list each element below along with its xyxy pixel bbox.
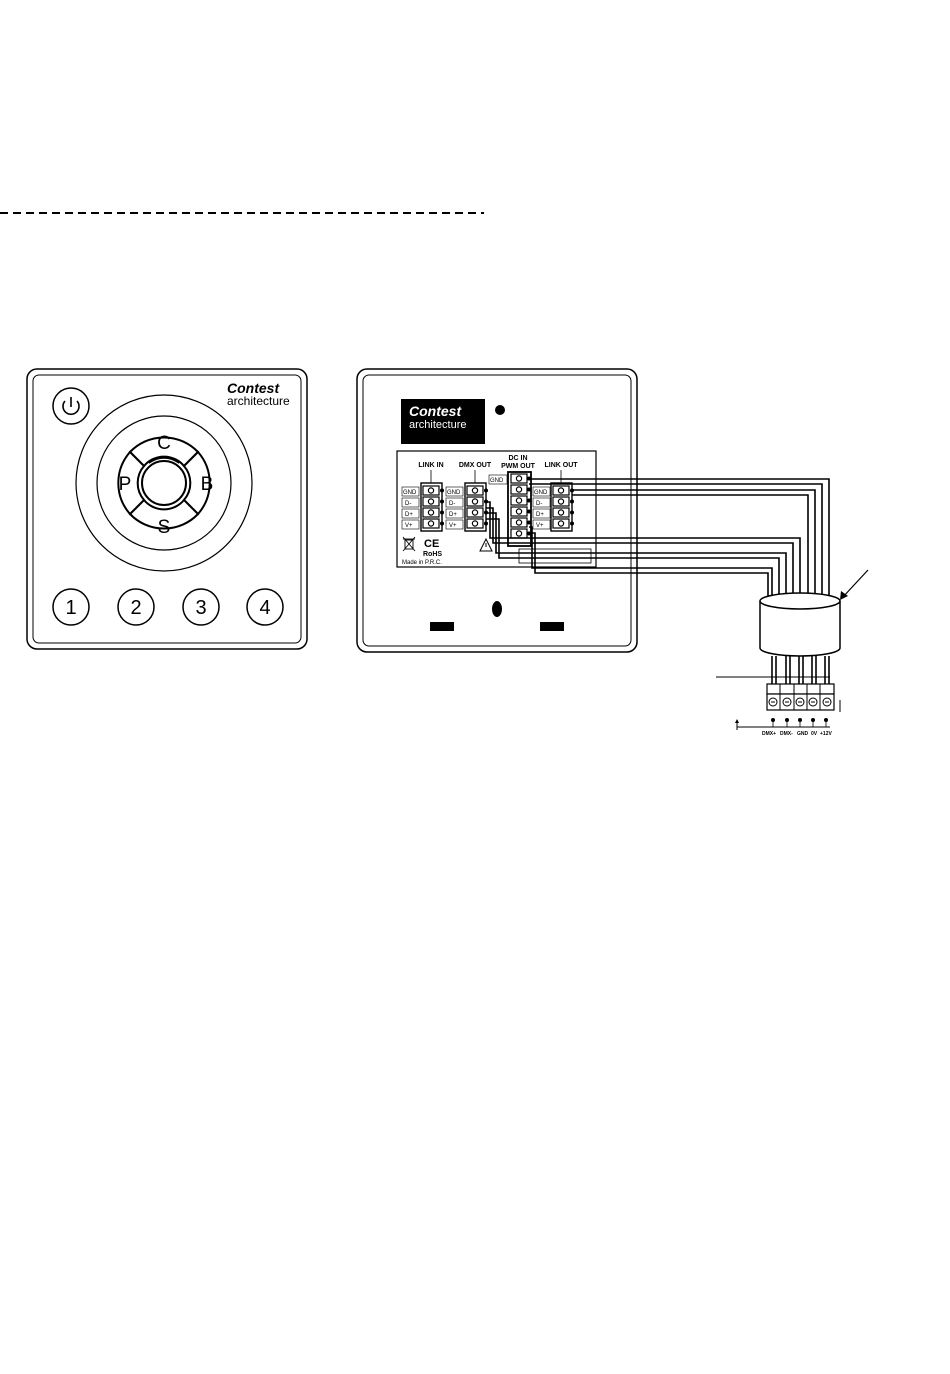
front-panel: Contest architecture C P B S 1 [27, 369, 307, 649]
output-label-dmx-minus: DMX- [780, 731, 793, 737]
dc-pwm-terminal [508, 472, 531, 546]
mount-slot-right [540, 622, 564, 631]
front-logo-sub: architecture [227, 394, 290, 408]
output-terminal-strip [767, 684, 840, 712]
output-label-12v: +12V [820, 731, 832, 737]
pin-label: D+ [405, 512, 413, 518]
power-button[interactable] [53, 388, 89, 424]
back-panel: Contest architecture LINK IN DMX OUT DC … [357, 369, 637, 652]
made-in-text: Made in P.R.C. [402, 560, 442, 566]
pin-label: D- [449, 501, 455, 507]
center-key[interactable] [142, 461, 186, 505]
status-led-icon [495, 405, 505, 415]
header-link-in: LINK IN [418, 462, 443, 469]
output-label-dmx-plus: DMX+ [762, 731, 776, 737]
key-p-label: P [119, 474, 132, 495]
pin-label: D+ [449, 512, 457, 518]
back-logo: Contest architecture [401, 399, 485, 444]
header-pwm-out: PWM OUT [501, 463, 536, 470]
link-out-terminal [551, 483, 574, 531]
preset-label: 1 [65, 597, 76, 619]
dc-gnd-label: GND [490, 478, 504, 484]
preset-button-1[interactable]: 1 [53, 589, 89, 625]
pin-label: D- [536, 501, 542, 507]
dmx-out-terminal [465, 483, 488, 531]
pin-label: V+ [405, 523, 413, 529]
pin-label: V+ [449, 523, 457, 529]
preset-button-3[interactable]: 3 [183, 589, 219, 625]
preset-label: 3 [195, 597, 206, 619]
wires-lower [772, 656, 829, 684]
preset-label: 4 [259, 597, 270, 619]
mount-slot-left [430, 622, 454, 631]
output-labels: DMX+ DMX- GND 0V +12V [762, 731, 832, 737]
pin-label: GND [534, 490, 548, 496]
key-b-label: B [201, 474, 214, 495]
back-logo-sub: architecture [409, 419, 466, 431]
preset-button-4[interactable]: 4 [247, 589, 283, 625]
ce-mark: CE [424, 538, 439, 550]
key-c-label: C [157, 433, 171, 454]
header-dmx-out: DMX OUT [459, 462, 492, 469]
output-bus [735, 718, 830, 730]
header-link-out: LINK OUT [544, 462, 578, 469]
pin-label: V+ [536, 523, 544, 529]
weee-bin-icon [403, 537, 415, 551]
cable-sleeve [760, 593, 840, 656]
back-logo-brand: Contest [409, 403, 462, 419]
pin-label: GND [403, 490, 417, 496]
leader-arrow [842, 570, 868, 598]
rohs-mark: RoHS [423, 551, 442, 558]
link-in-terminal [421, 483, 444, 531]
mount-hole [492, 601, 502, 617]
pin-label: D- [405, 501, 411, 507]
header-dc-in: DC IN [508, 455, 527, 462]
preset-label: 2 [130, 597, 141, 619]
pin-label: GND [447, 490, 461, 496]
output-label-0v: 0V [811, 731, 818, 737]
preset-button-2[interactable]: 2 [118, 589, 154, 625]
key-s-label: S [158, 517, 171, 538]
pin-label: D+ [536, 512, 544, 518]
output-label-gnd: GND [797, 731, 809, 737]
